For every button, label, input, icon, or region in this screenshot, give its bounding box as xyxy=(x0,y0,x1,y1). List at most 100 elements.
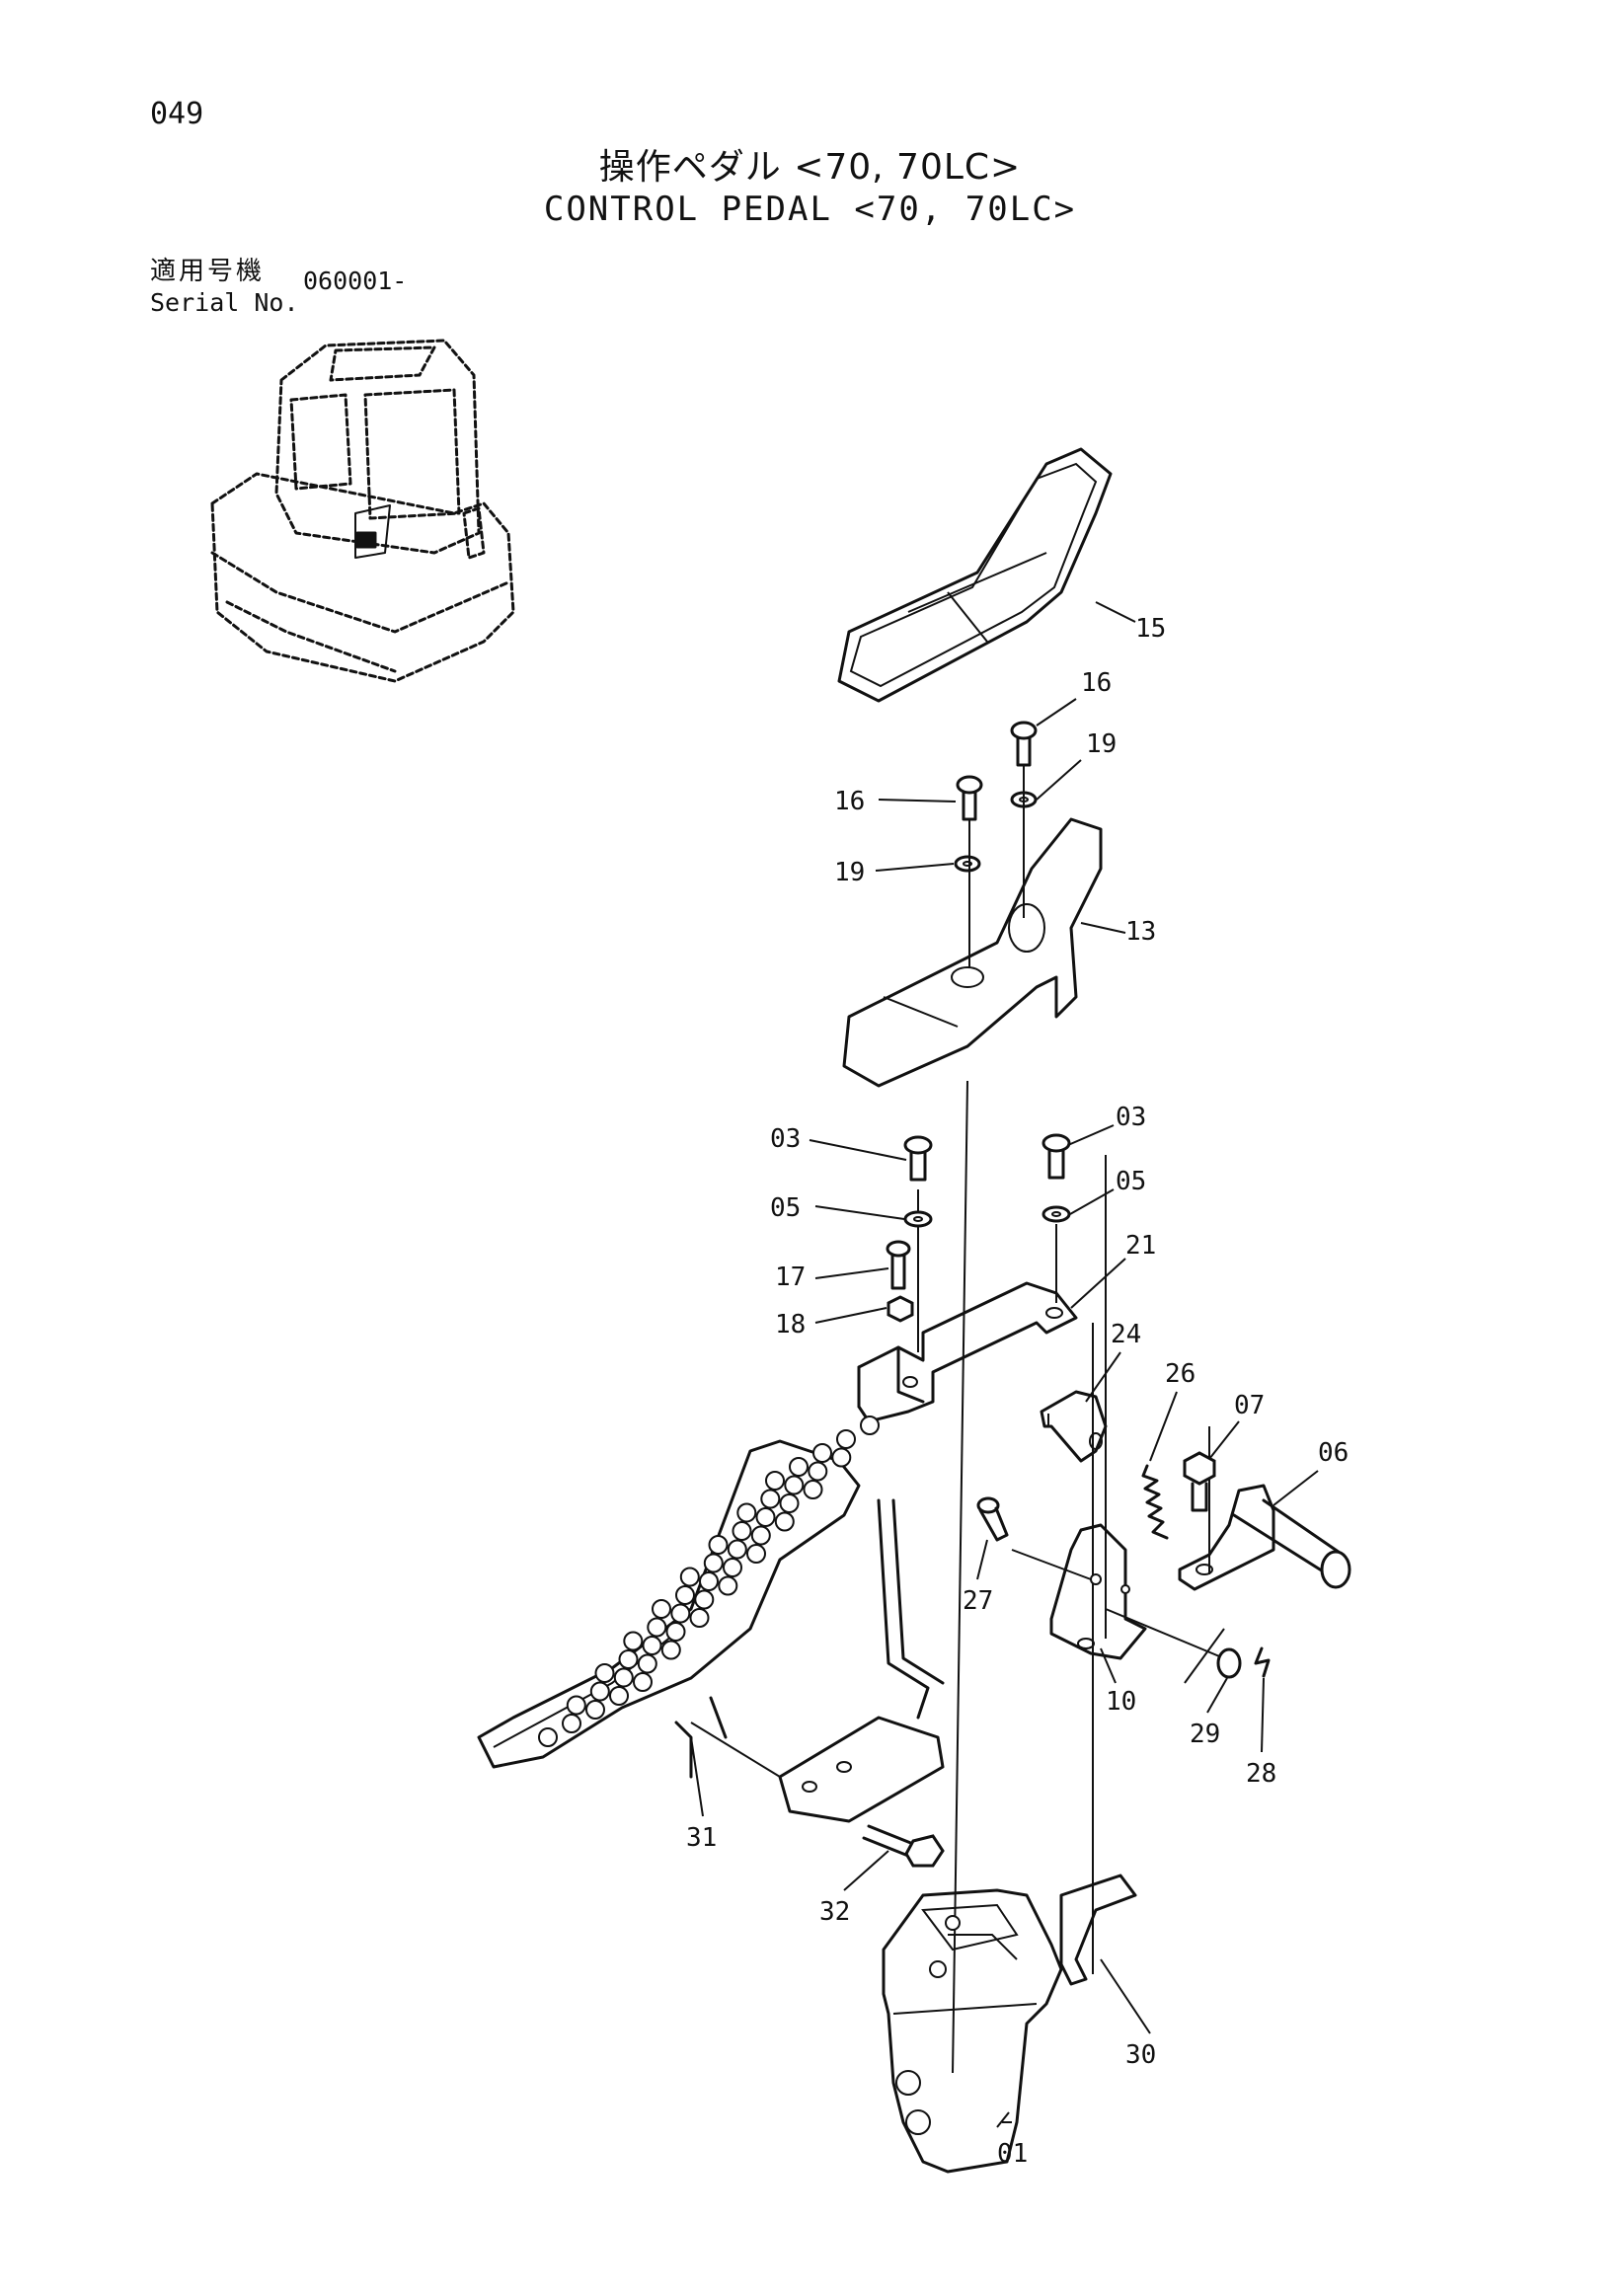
pedal-grip-dot xyxy=(637,1653,657,1674)
pedal-grip-dot xyxy=(670,1603,691,1624)
part-24-lever xyxy=(1040,1390,1108,1463)
pedal-grip-dot xyxy=(831,1447,852,1468)
pedal-grip-dot xyxy=(652,1599,671,1619)
pedal-grip-dot xyxy=(784,1475,805,1495)
callout-15: 15 xyxy=(1135,614,1166,644)
pedal-grip-dot xyxy=(660,1640,681,1660)
pedal-grip-dot xyxy=(708,1535,729,1555)
callout-13: 13 xyxy=(1125,917,1156,947)
callout-27: 27 xyxy=(963,1586,993,1616)
callout-01: 01 xyxy=(997,2139,1028,2169)
part-10-bracket xyxy=(1049,1523,1147,1660)
pedal-grip-dot xyxy=(703,1553,724,1573)
pedal-grip-dot xyxy=(860,1416,880,1435)
part-26-spring xyxy=(1141,1464,1169,1540)
pedal-grip-dot xyxy=(723,1558,742,1577)
part-13-pedal-plate xyxy=(842,817,1103,1088)
part-16-screw-upper-right xyxy=(1010,721,1038,767)
pedal-grip-dot xyxy=(779,1493,800,1513)
pedal-grip-dot xyxy=(750,1525,771,1546)
part-32-bolt xyxy=(862,1824,945,1868)
pedal-grip-dot xyxy=(808,1461,828,1482)
title-japanese: 操作ペダル <70, 70LC> xyxy=(598,147,1022,188)
pedal-grip-dot xyxy=(689,1608,710,1628)
callout-07: 07 xyxy=(1234,1391,1265,1420)
pedal-grip-dot xyxy=(812,1443,832,1463)
pedal-grip-dot xyxy=(803,1480,823,1499)
pedal-grip-dot xyxy=(694,1589,715,1610)
part-01-control-valve xyxy=(882,1888,1063,2174)
title-english: CONTROL PEDAL <70, 70LC> xyxy=(543,190,1077,229)
pedal-grip-dot xyxy=(538,1727,558,1747)
pedal-grip-dot xyxy=(718,1575,738,1596)
part-30-plate xyxy=(1059,1874,1137,1986)
callout-labels: 15 16 19 16 19 13 03 03 05 05 21 17 18 2… xyxy=(686,601,1349,2169)
serial-number-value: 060001- xyxy=(303,267,408,295)
callout-06: 06 xyxy=(1318,1438,1349,1468)
callout-03-left: 03 xyxy=(770,1124,801,1154)
callout-29: 29 xyxy=(1190,1720,1220,1749)
callout-32: 32 xyxy=(819,1897,850,1927)
callout-05-right: 05 xyxy=(1116,1167,1146,1196)
pedal-grip-dot xyxy=(665,1622,686,1642)
pedal-grip-dot xyxy=(618,1649,639,1669)
pedal-grip-dot xyxy=(613,1667,634,1688)
pedal-grip-dot xyxy=(746,1544,766,1564)
callout-30: 30 xyxy=(1125,2040,1156,2070)
callout-16-left: 16 xyxy=(834,787,865,816)
part-31-rod-block xyxy=(690,1498,945,1823)
serial-label-english: Serial No. xyxy=(150,288,299,317)
serial-label-japanese: 適用号機 xyxy=(150,257,266,286)
callout-26: 26 xyxy=(1165,1359,1196,1389)
part-05-washer-right xyxy=(1041,1205,1071,1223)
callout-31: 31 xyxy=(686,1823,717,1853)
part-03-bolt-left xyxy=(903,1135,933,1182)
pedal-grip-dot xyxy=(774,1511,795,1532)
pedal-grip-dot xyxy=(760,1489,781,1509)
callout-19-upper: 19 xyxy=(1086,729,1117,759)
callout-21: 21 xyxy=(1125,1231,1156,1261)
pedal-grip-dot xyxy=(609,1686,629,1706)
part-16-screw-left xyxy=(956,775,983,821)
part-15-pedal-cover xyxy=(837,447,1113,703)
part-05-washer-left xyxy=(903,1210,933,1228)
part-17-bolt xyxy=(886,1240,911,1290)
part-03-bolt-right xyxy=(1041,1133,1071,1180)
callout-24: 24 xyxy=(1111,1320,1141,1349)
pedal-grip-dot xyxy=(836,1429,856,1449)
pedal-grip-dot xyxy=(727,1539,747,1560)
pedal-grip-dot xyxy=(594,1663,615,1683)
callout-17: 17 xyxy=(775,1263,806,1292)
pedal-grip-dot xyxy=(732,1521,752,1541)
part-31-foot-pedal xyxy=(477,1416,880,1779)
pedal-grip-dot xyxy=(589,1681,610,1702)
pedal-grip-dot xyxy=(647,1617,667,1638)
pedal-grip-dot xyxy=(755,1507,776,1527)
part-27-pin xyxy=(976,1496,1009,1542)
part-21-bracket xyxy=(857,1281,1078,1423)
pedal-grip-dot xyxy=(562,1714,581,1733)
callout-10: 10 xyxy=(1106,1687,1136,1717)
alignment-lines xyxy=(917,765,1225,2074)
callout-28: 28 xyxy=(1246,1759,1276,1789)
machine-locator-illustration xyxy=(210,339,515,683)
pedal-grip-dot xyxy=(736,1502,757,1523)
pedal-grip-dot xyxy=(585,1700,605,1720)
pedal-grip-dot xyxy=(642,1636,662,1655)
pedal-grip-dot xyxy=(679,1567,700,1587)
pedal-grip-dot xyxy=(699,1571,719,1591)
pedal-grip-dot xyxy=(566,1695,586,1716)
part-28-clip xyxy=(1254,1646,1271,1678)
pedal-grip-dot xyxy=(765,1471,785,1491)
pedal-grip-dot xyxy=(675,1585,695,1605)
part-19-washer-left xyxy=(954,855,981,873)
part-06-shaft-bracket xyxy=(1178,1484,1351,1591)
part-29-washer xyxy=(1216,1647,1242,1679)
page-number: 049 xyxy=(150,97,204,131)
callout-19-left: 19 xyxy=(834,858,865,887)
callout-03-right: 03 xyxy=(1116,1103,1146,1132)
part-07-bolt xyxy=(1183,1451,1216,1512)
callout-16-upper: 16 xyxy=(1081,668,1112,698)
pedal-grip-dot xyxy=(789,1457,809,1477)
